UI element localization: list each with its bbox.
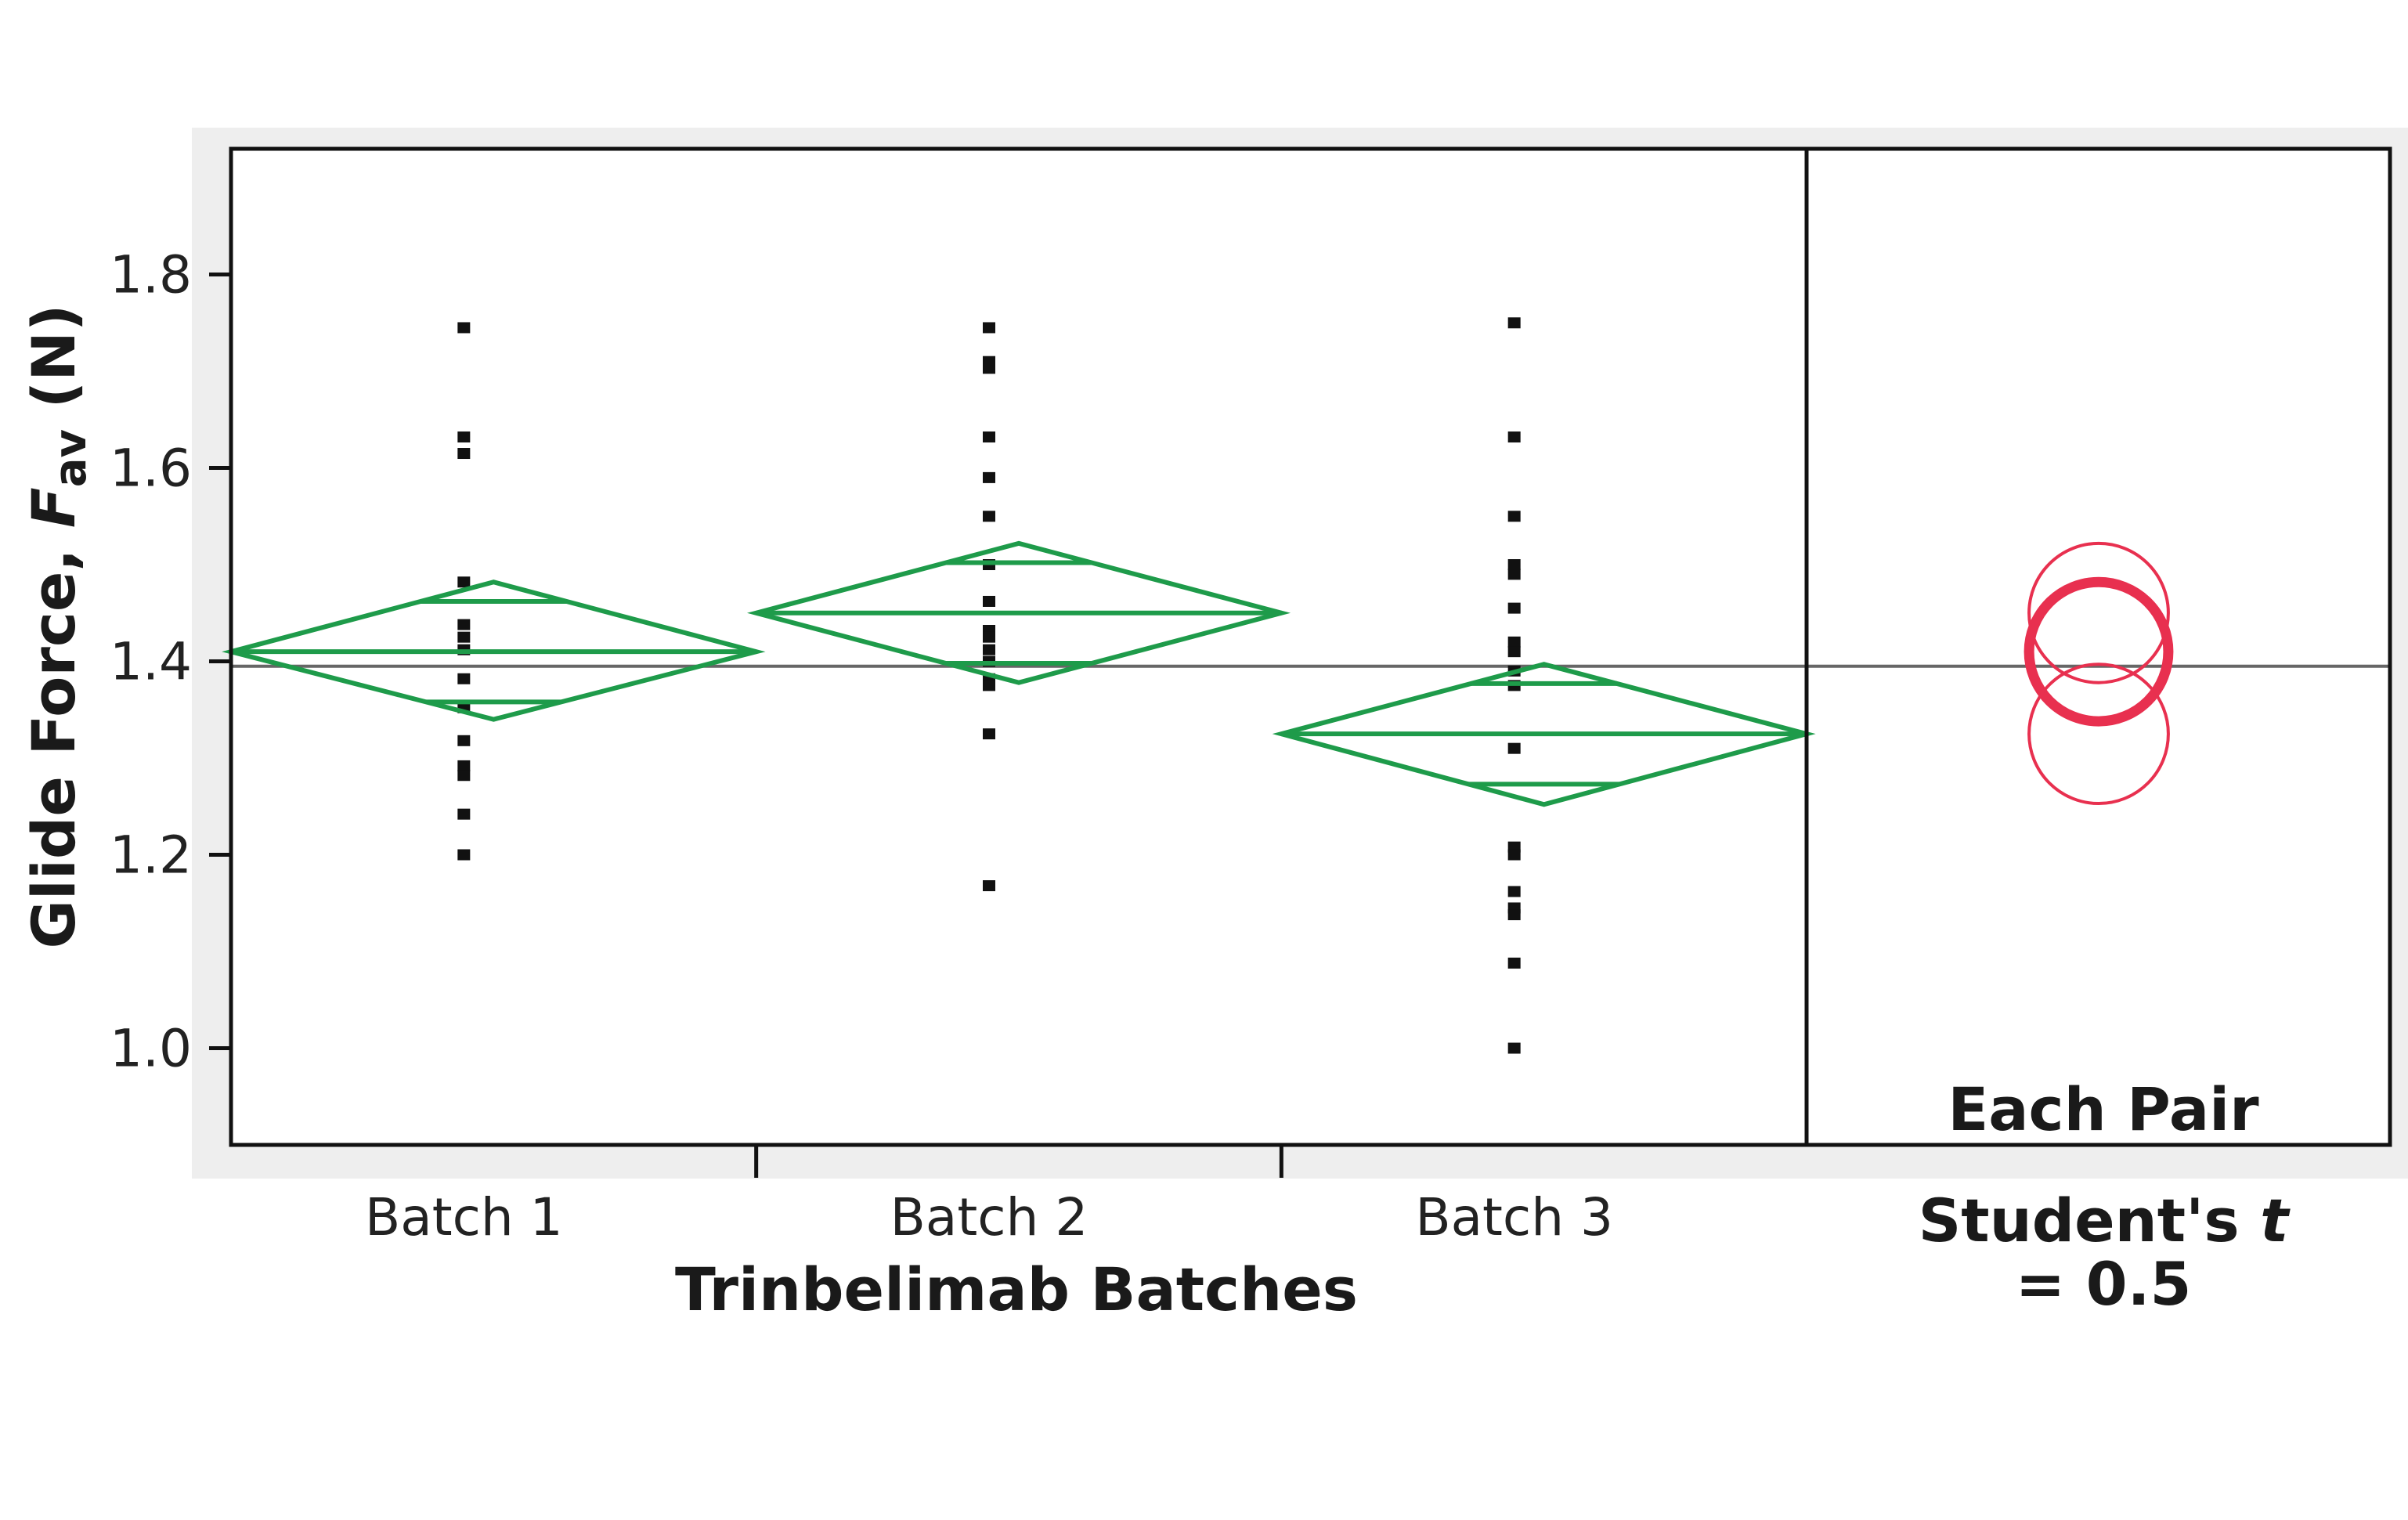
x-axis-title: Trinbelimab Batches — [675, 1255, 1358, 1324]
data-point — [1507, 569, 1521, 580]
comparison-alpha-label: = 0.5 — [2016, 1249, 2192, 1319]
data-point — [1507, 742, 1521, 754]
y-tick-label: 1.2 — [110, 825, 192, 886]
data-point — [983, 644, 995, 655]
data-point — [1507, 317, 1521, 329]
y-tick-label: 1.0 — [110, 1019, 192, 1079]
comparison-circle — [2024, 576, 2174, 727]
data-point — [457, 673, 471, 684]
data-point — [457, 849, 471, 861]
comparison-panel — [1807, 149, 2390, 1145]
data-point — [1507, 602, 1521, 614]
text-layer: Glide Force, Fav (N) Trinbelimab Batches… — [19, 304, 2291, 1324]
data-point — [983, 511, 995, 522]
data-point — [983, 631, 995, 643]
data-point — [457, 322, 471, 334]
data-point — [983, 880, 995, 892]
data-point — [983, 728, 995, 740]
data-point — [1507, 431, 1521, 443]
category-label: Batch 2 — [890, 1187, 1088, 1247]
comparison-method-symbol: t — [2260, 1186, 2291, 1255]
data-point — [457, 760, 471, 771]
data-point — [1507, 909, 1521, 921]
data-point — [457, 631, 471, 643]
y-axis-title-main: Glide Force, — [19, 528, 88, 948]
data-point — [457, 735, 471, 746]
data-point — [1507, 511, 1521, 522]
data-point — [1507, 957, 1521, 969]
data-point — [983, 363, 995, 374]
y-tick-label: 1.4 — [110, 632, 192, 692]
y-axis-title-subscript: av — [45, 429, 96, 487]
data-point — [457, 770, 471, 782]
category-label: Batch 1 — [365, 1187, 563, 1247]
y-axis-title: Glide Force, Fav (N) — [19, 304, 96, 948]
y-axis-title-symbol: F — [19, 487, 88, 528]
comparison-circle — [2027, 541, 2170, 684]
comparison-panel-title: Each Pair — [1948, 1074, 2259, 1144]
comparison-method-name: Student's — [1919, 1186, 2240, 1255]
y-axis-title-unit: (N) — [19, 304, 88, 429]
data-point — [983, 595, 995, 607]
comparison-circle — [2027, 663, 2170, 806]
data-point — [983, 322, 995, 334]
data-point — [983, 431, 995, 443]
data-point — [457, 448, 471, 460]
y-tick-label: 1.8 — [110, 245, 192, 305]
category-label: Batch 3 — [1415, 1187, 1613, 1247]
data-point — [983, 471, 995, 483]
data-point — [457, 576, 471, 588]
data-point — [1507, 559, 1521, 571]
comparison-panel-border — [1804, 146, 2392, 1147]
plot-panel — [231, 149, 1807, 1145]
data-point — [1507, 646, 1521, 658]
data-point — [457, 808, 471, 820]
data-point — [1507, 636, 1521, 648]
data-point — [457, 619, 471, 630]
comparison-method-label: Student's t — [1919, 1186, 2291, 1255]
data-point — [983, 680, 995, 691]
data-point — [1507, 1042, 1521, 1054]
data-point — [1507, 849, 1521, 861]
data-point — [457, 431, 471, 443]
y-tick-label: 1.6 — [110, 439, 192, 499]
data-point — [1507, 886, 1521, 897]
